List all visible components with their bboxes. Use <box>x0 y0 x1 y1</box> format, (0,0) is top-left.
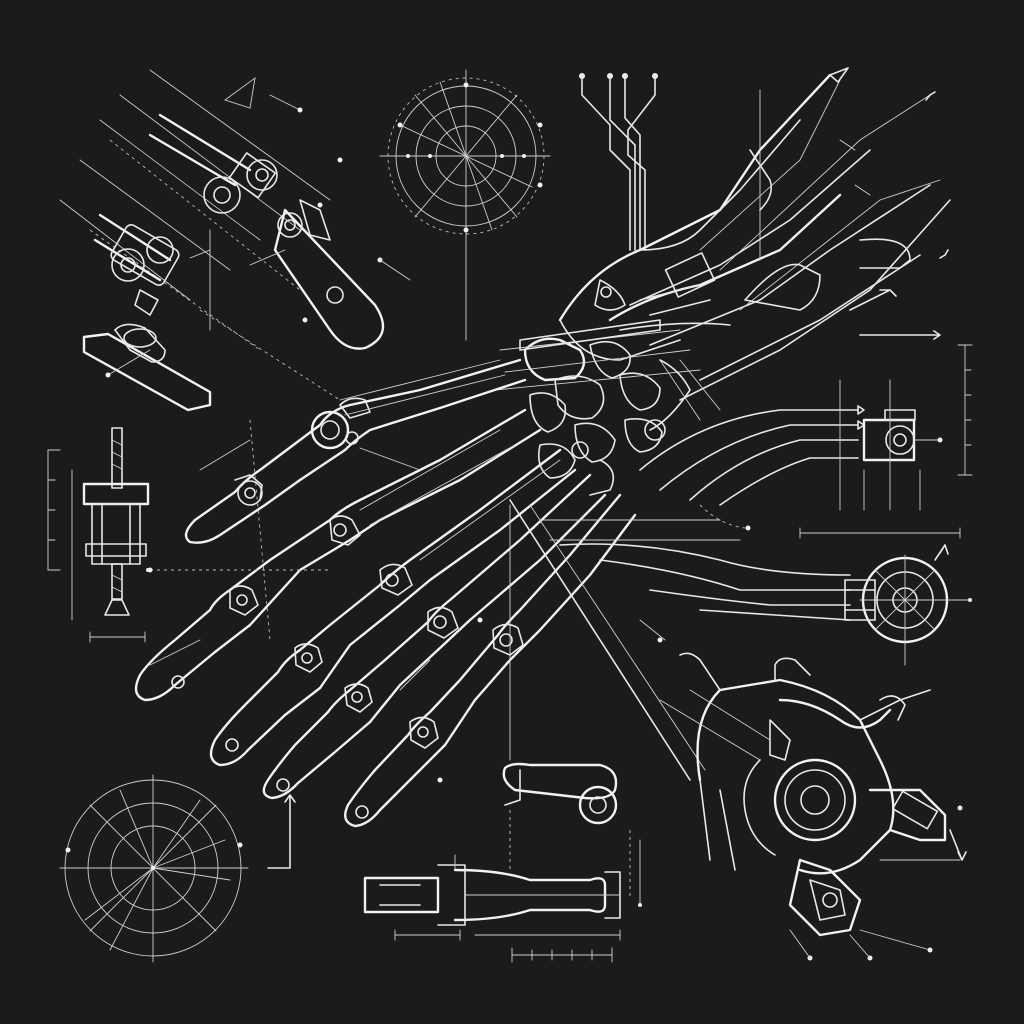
wire-connector <box>579 73 658 251</box>
middle-finger <box>209 448 577 767</box>
wrist-mechanism <box>659 652 967 961</box>
ring-finger <box>262 473 607 800</box>
radial-gauge-bottom <box>59 774 296 963</box>
sensor-block <box>639 344 973 531</box>
little-finger <box>344 493 637 828</box>
gear-joint <box>559 527 972 666</box>
piston-cylinder <box>47 427 150 643</box>
tendon-lines <box>147 419 741 783</box>
forearm-structure <box>558 67 951 421</box>
linkage-arm <box>363 762 642 963</box>
finger-joint-assembly <box>59 69 411 412</box>
index-finger <box>134 408 542 702</box>
carpal-bones <box>494 319 701 496</box>
radial-gauge-top <box>379 69 551 341</box>
thumb <box>184 358 527 544</box>
